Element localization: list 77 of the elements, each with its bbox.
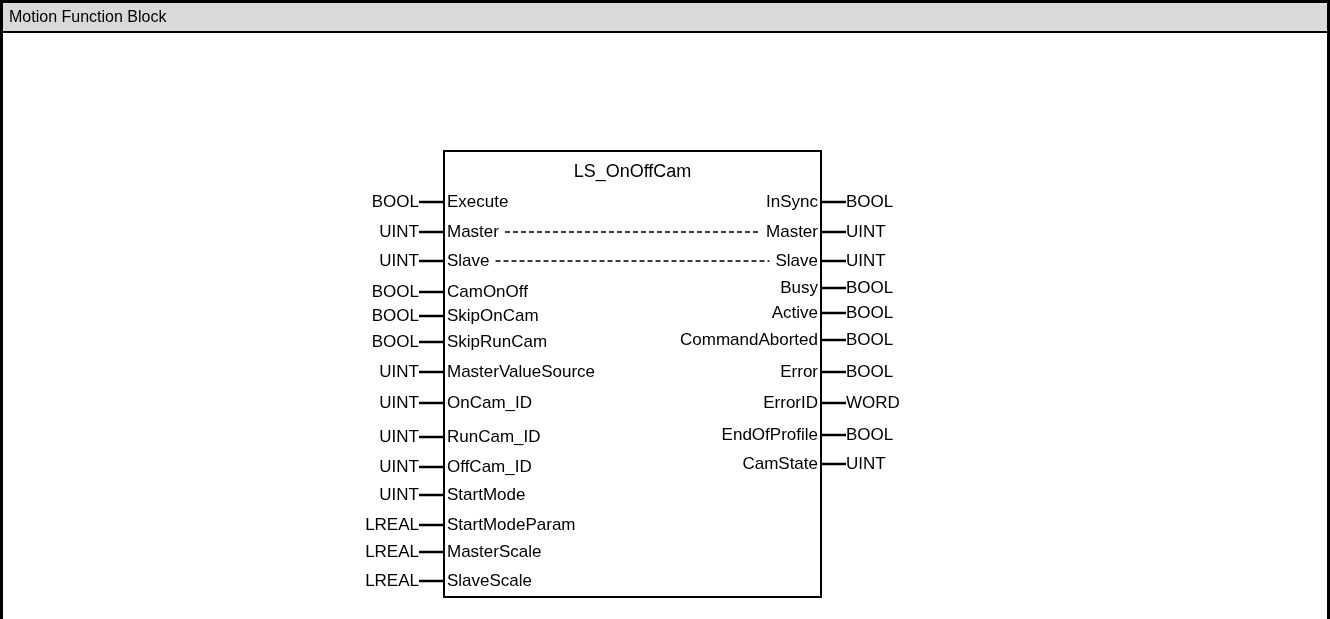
data-type-label: WORD: [846, 393, 900, 413]
output-pin-label: EndOfProfile: [721, 425, 822, 445]
pin-line: [419, 550, 443, 554]
pin-line: [419, 523, 443, 527]
data-type-label: BOOL: [846, 278, 894, 298]
pin-line: [822, 401, 846, 405]
data-type-label: UINT: [379, 362, 419, 382]
data-type-label: BOOL: [371, 282, 419, 302]
pin-line: [419, 230, 443, 234]
panel-header: Motion Function Block: [3, 3, 1327, 33]
pin-line: [419, 465, 443, 469]
output-pin-label: Master: [766, 222, 822, 242]
data-type-label: UINT: [379, 393, 419, 413]
pin-line: [419, 370, 443, 374]
output-pin-label: InSync: [766, 192, 822, 212]
pin-line: [419, 579, 443, 583]
data-type-label: BOOL: [371, 192, 419, 212]
data-type-label: BOOL: [846, 303, 894, 323]
dashed-connector: [494, 260, 771, 262]
pin-line: [419, 435, 443, 439]
data-type-label: LREAL: [365, 571, 419, 591]
data-type-label: LREAL: [365, 515, 419, 535]
data-type-label: UINT: [379, 222, 419, 242]
output-pin-label: ErrorID: [763, 393, 822, 413]
input-pin-label: MasterValueSource: [443, 362, 596, 382]
data-type-label: BOOL: [371, 332, 419, 352]
data-type-label: BOOL: [846, 330, 894, 350]
input-pin-label: MasterScale: [443, 542, 542, 562]
input-pin-label: RunCam_ID: [443, 427, 541, 447]
pin-line: [822, 230, 846, 234]
block-title: LS_OnOffCam: [572, 160, 693, 182]
data-type-label: BOOL: [846, 425, 894, 445]
data-type-label: UINT: [379, 427, 419, 447]
data-type-label: BOOL: [846, 192, 894, 212]
data-type-label: UINT: [846, 222, 886, 242]
input-pin-label: SkipOnCam: [443, 306, 539, 326]
data-type-label: UINT: [379, 457, 419, 477]
pin-line: [822, 370, 846, 374]
data-type-label: LREAL: [365, 542, 419, 562]
data-type-label: BOOL: [846, 362, 894, 382]
pin-line: [419, 200, 443, 204]
pin-line: [822, 286, 846, 290]
pin-line: [419, 401, 443, 405]
output-pin-label: Error: [780, 362, 822, 382]
data-type-label: UINT: [846, 251, 886, 271]
input-pin-label: Slave: [443, 251, 490, 271]
input-pin-label: StartModeParam: [443, 515, 576, 535]
data-type-label: UINT: [379, 485, 419, 505]
pin-line: [822, 259, 846, 263]
pin-line: [419, 340, 443, 344]
pin-line: [419, 259, 443, 263]
input-pin-label: SlaveScale: [443, 571, 533, 591]
data-type-label: UINT: [846, 454, 886, 474]
input-pin-label: StartMode: [443, 485, 526, 505]
input-pin-label: Master: [443, 222, 499, 242]
output-pin-label: Active: [771, 303, 822, 323]
output-pin-label: CamState: [742, 454, 822, 474]
data-type-label: BOOL: [371, 306, 419, 326]
function-block: [443, 150, 822, 598]
pin-line: [822, 338, 846, 342]
pin-line: [419, 493, 443, 497]
pin-line: [419, 314, 443, 318]
output-pin-label: CommandAborted: [680, 330, 822, 350]
dashed-connector: [504, 231, 761, 233]
input-pin-label: Execute: [443, 192, 509, 212]
pin-line: [822, 311, 846, 315]
pin-line: [419, 290, 443, 294]
input-pin-label: SkipRunCam: [443, 332, 548, 352]
output-pin-label: Slave: [775, 251, 822, 271]
input-pin-label: OnCam_ID: [443, 393, 533, 413]
pin-line: [822, 433, 846, 437]
input-pin-label: CamOnOff: [443, 282, 528, 302]
output-pin-label: Busy: [780, 278, 822, 298]
data-type-label: UINT: [379, 251, 419, 271]
pin-line: [822, 462, 846, 466]
pin-line: [822, 200, 846, 204]
input-pin-label: OffCam_ID: [443, 457, 532, 477]
